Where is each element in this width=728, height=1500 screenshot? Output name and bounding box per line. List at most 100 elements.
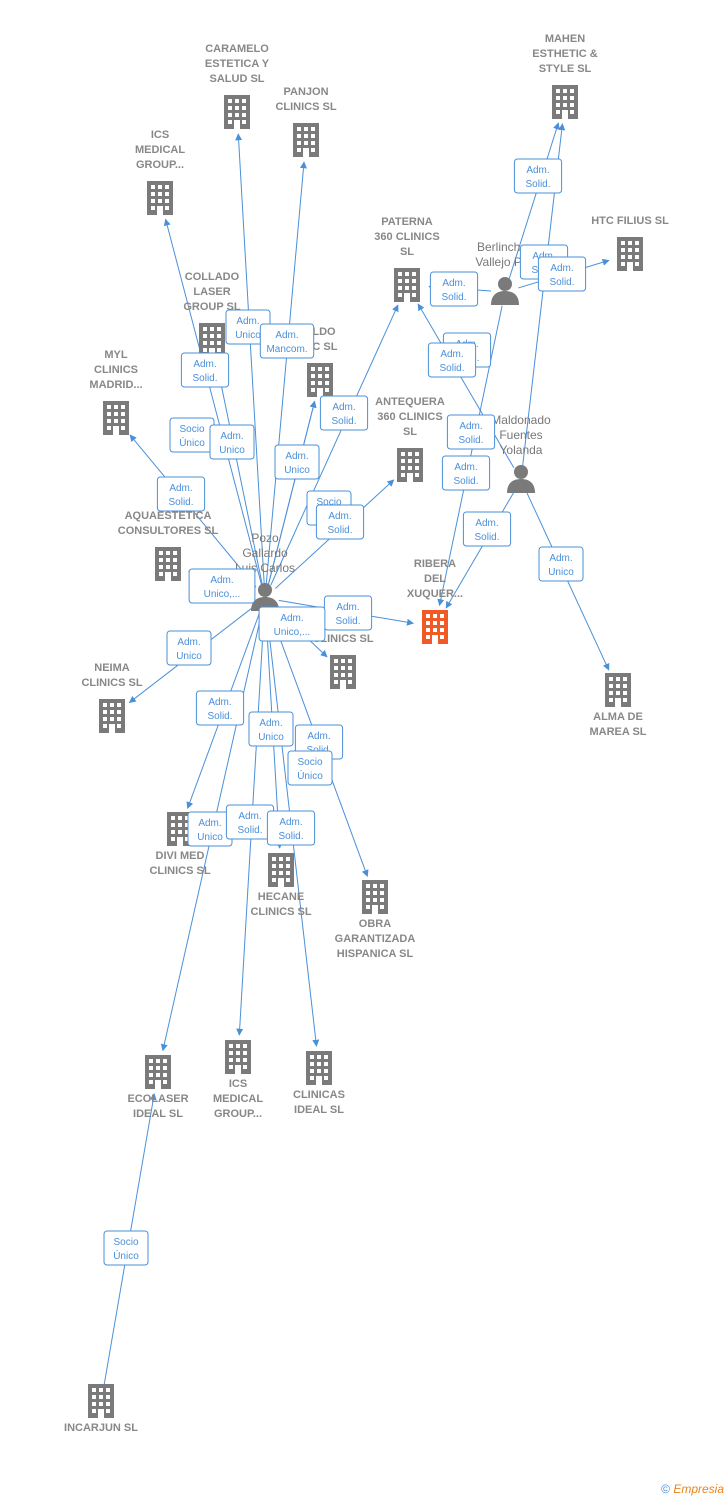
building-icon [88, 1384, 114, 1418]
relation-label-r29[interactable]: Adm.Unico [187, 811, 233, 847]
relation-label-r9[interactable]: Adm.Solid. [180, 352, 230, 388]
relation-label-r18[interactable]: Adm.Solid. [315, 504, 365, 540]
building-icon [99, 699, 125, 733]
relation-text: Adm. [332, 402, 355, 413]
relation-text: Solid. [331, 416, 356, 427]
relation-label-r31[interactable]: Adm.Solid. [266, 810, 316, 846]
relation-label-r5[interactable]: Adm. Solid. [429, 271, 479, 307]
relation-label-r22[interactable]: Adm.Unico,... [258, 606, 326, 642]
relation-label-r4[interactable]: Adm.Unico [225, 309, 271, 345]
relation-text: Adm. [454, 462, 477, 473]
relation-label-r25[interactable]: Adm.Solid. [195, 690, 245, 726]
relation-label-r20[interactable]: Adm.Unico,... [188, 568, 256, 604]
node-label-line: MEDICAL [135, 144, 185, 156]
node-label-line: IDEAL SL [133, 1108, 183, 1120]
building-icon [293, 123, 319, 157]
relation-text: Mancom. [266, 344, 307, 355]
relation-label-r13[interactable]: Adm.Unico [274, 444, 320, 480]
building-icon [394, 268, 420, 302]
relation-label-r15[interactable]: Adm.Solid. [441, 455, 491, 491]
relation-label-r6[interactable]: Adm.Mancom. [259, 323, 315, 359]
relation-label-r10[interactable]: Adm. Solid. [319, 395, 369, 431]
relation-label-r8[interactable]: Adm.Solid. [427, 342, 477, 378]
relation-text: Solid. [441, 292, 466, 303]
relation-text: Unico [548, 567, 574, 578]
node-label-line: STYLE SL [539, 63, 592, 75]
node-label-line: CLINICS SL [149, 865, 210, 877]
building-icon [362, 880, 388, 914]
relation-box [103, 1230, 149, 1266]
relation-box [441, 455, 491, 491]
edge-pozo-panjon [265, 161, 307, 585]
relation-box [538, 546, 584, 582]
company-node-incarjun[interactable]: INCARJUN SL [64, 1384, 138, 1434]
relation-text: Adm. [210, 575, 233, 586]
company-node-ribera[interactable]: RIBERADELXUQUER... [407, 558, 463, 644]
relation-text: Adm. [442, 278, 465, 289]
relation-label-r12[interactable]: Adm.Unico [209, 424, 255, 460]
relation-label-r30[interactable]: Adm.Solid. [225, 804, 275, 840]
relation-text: Adm. [550, 263, 573, 274]
relation-text: Solid. [335, 616, 360, 627]
company-node-htc[interactable]: HTC FILIUS SL [591, 215, 669, 271]
node-label-line: ECOLASER [127, 1093, 188, 1105]
relation-box [513, 158, 563, 194]
relation-text: Socio [113, 1237, 138, 1248]
relation-text: Unico [235, 330, 261, 341]
relation-text: Adm. [549, 553, 572, 564]
relation-label-r21[interactable]: Adm.Solid. [323, 595, 373, 631]
building-icon [224, 95, 250, 129]
node-label-line: CONSULTORES SL [118, 525, 219, 537]
relation-label-r24[interactable]: Adm.Unico [166, 630, 212, 666]
company-node-clinics[interactable]: CLINICS SL [312, 633, 374, 689]
relation-label-r14[interactable]: Adm.Solid. [446, 414, 496, 450]
company-node-myl[interactable]: MYLCLINICSMADRID... [89, 349, 143, 435]
relation-label-r19[interactable]: Adm.Solid. [462, 511, 512, 547]
node-label-line: ANTEQUERA [375, 396, 445, 408]
edge-pozo-paterna [270, 304, 399, 586]
node-label-line: IDEAL SL [294, 1104, 344, 1116]
edge-pozo-collado [214, 360, 263, 585]
relation-text: Único [113, 1249, 139, 1262]
building-icon [617, 237, 643, 271]
relation-text: Adm. [259, 718, 282, 729]
relation-label-r1[interactable]: Adm.Solid. [513, 158, 563, 194]
building-icon [397, 448, 423, 482]
company-node-ics2[interactable]: ICSMEDICALGROUP... [213, 1040, 263, 1120]
relation-box [427, 342, 477, 378]
relation-text: Unico [176, 651, 202, 662]
relation-text: Único [179, 436, 205, 449]
relation-label-r3[interactable]: Adm.Solid. [537, 256, 587, 292]
building-icon [145, 1055, 171, 1089]
relation-text: Unico [258, 732, 284, 743]
node-label-line: HISPANICA SL [337, 948, 414, 960]
company-node-ecolaser[interactable]: ECOLASER IDEAL SL [127, 1055, 189, 1120]
node-label-line: SALUD SL [210, 73, 265, 85]
relation-label-r26[interactable]: Adm. Unico [248, 711, 294, 747]
relation-text: Socio [179, 424, 204, 435]
relation-box [166, 630, 212, 666]
relation-label-r16[interactable]: Adm.Solid. [156, 476, 206, 512]
company-node-ics1[interactable]: ICSMEDICALGROUP... [135, 129, 185, 215]
relation-box [319, 395, 369, 431]
relation-label-r23[interactable]: Adm. Unico [538, 546, 584, 582]
